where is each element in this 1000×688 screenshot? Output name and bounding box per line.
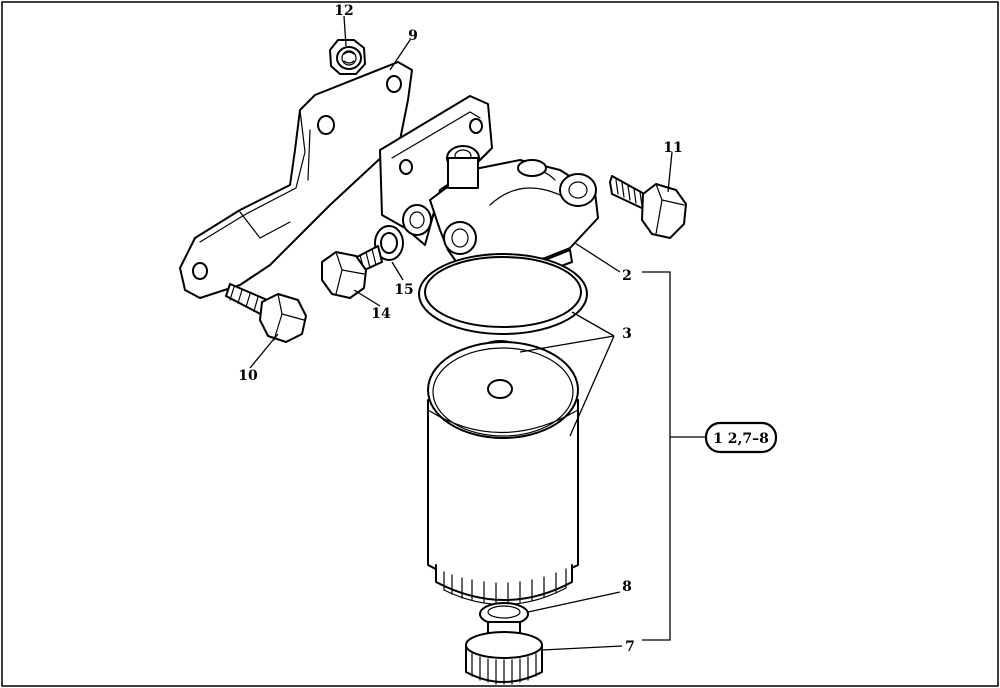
bolt-part-11 — [609, 175, 687, 239]
leader-10 — [249, 333, 279, 369]
washer-part-15 — [374, 225, 404, 261]
leader-15 — [391, 261, 404, 281]
kit-badge: 1 2,7–8 — [704, 421, 778, 454]
callout-3: 3 — [622, 326, 632, 342]
filter-element — [427, 341, 579, 606]
leader-12 — [343, 15, 347, 47]
callout-labels: 12 9 11 2 3 15 14 10 8 7 — [238, 3, 682, 655]
bolt-part-10 — [225, 283, 307, 343]
leader-7 — [541, 645, 623, 651]
leader-3b — [519, 335, 615, 353]
kit-bracket — [642, 271, 671, 641]
callout-11: 11 — [663, 140, 682, 156]
callout-12: 12 — [334, 3, 353, 19]
leader-3a — [571, 311, 615, 337]
bolt-part-14 — [321, 245, 383, 299]
o-ring-part-3 — [418, 253, 588, 335]
callout-14: 14 — [371, 306, 391, 322]
callout-15: 15 — [394, 282, 413, 298]
leader-lines — [249, 15, 706, 651]
leader-9 — [389, 39, 411, 71]
callout-9: 9 — [408, 28, 418, 44]
callout-2: 2 — [622, 268, 632, 284]
bracket-part-9 — [179, 61, 413, 299]
callout-8: 8 — [622, 579, 632, 595]
kit-badge-outline — [704, 421, 778, 454]
leader-3c — [569, 335, 615, 437]
leader-8 — [527, 591, 621, 613]
callout-10: 10 — [238, 368, 258, 384]
nut-part-12 — [329, 39, 366, 75]
leader-11 — [667, 151, 673, 193]
leader-2 — [574, 242, 621, 273]
filter-head-part-2 — [379, 95, 599, 286]
leader-14 — [353, 289, 381, 307]
kit-badge-label: 1 2,7–8 — [713, 431, 769, 447]
callout-7: 7 — [625, 639, 635, 655]
drain-plug-part-7 — [465, 621, 543, 685]
